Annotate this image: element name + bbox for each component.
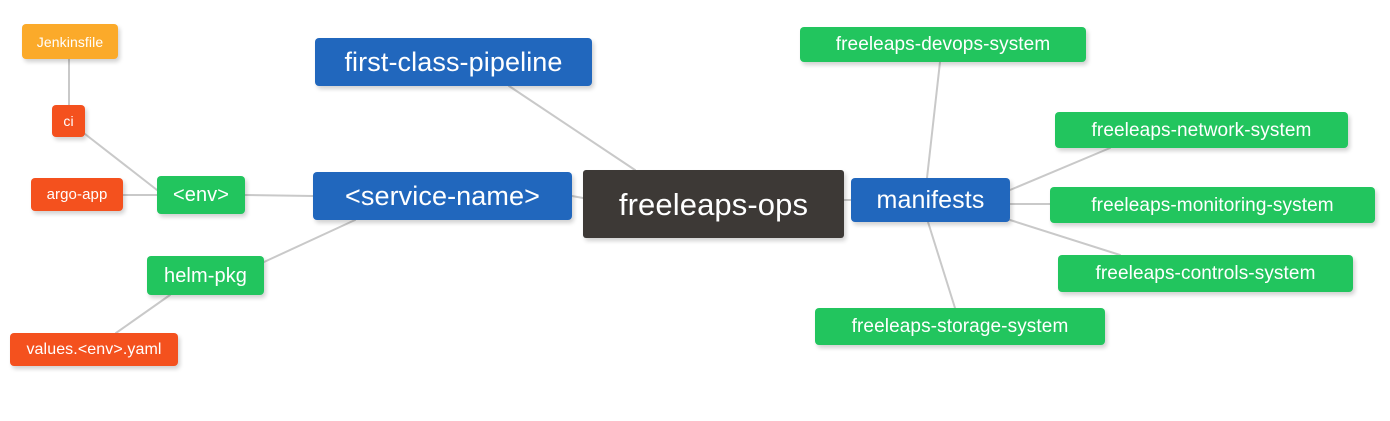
node-manifests[interactable]: manifests [851, 178, 1010, 222]
node-env[interactable]: <env> [157, 176, 245, 214]
node-freeleaps-network-system[interactable]: freeleaps-network-system [1055, 112, 1348, 148]
node-jenkinsfile[interactable]: Jenkinsfile [22, 24, 118, 59]
edge-env-to-service-name [244, 194, 314, 197]
node-label-freeleaps-storage-system: freeleaps-storage-system [851, 316, 1069, 337]
node-helm-pkg[interactable]: helm-pkg [147, 256, 264, 295]
node-values-yaml[interactable]: values.<env>.yaml [10, 333, 178, 366]
node-label-freeleaps-devops-system: freeleaps-devops-system [835, 34, 1051, 55]
node-freeleaps-controls-system[interactable]: freeleaps-controls-system [1058, 255, 1353, 292]
node-label-ci: ci [63, 113, 74, 129]
node-label-values-yaml: values.<env>.yaml [26, 340, 162, 358]
node-ci[interactable]: ci [52, 105, 85, 137]
node-label-manifests: manifests [876, 185, 985, 214]
edge-first-class-pipeline-to-freeleaps-ops [508, 85, 636, 171]
edge-manifests-to-freeleaps-controls-system [1009, 219, 1121, 256]
node-argo-app[interactable]: argo-app [31, 178, 123, 211]
node-label-env: <env> [172, 184, 230, 206]
edge-helm-pkg-to-service-name [263, 219, 356, 263]
edge-manifests-to-freeleaps-network-system [1009, 147, 1111, 191]
edge-service-name-to-freeleaps-ops [571, 195, 584, 199]
node-freeleaps-monitoring-system[interactable]: freeleaps-monitoring-system [1050, 187, 1375, 223]
node-label-jenkinsfile: Jenkinsfile [36, 33, 104, 50]
node-label-service-name: <service-name> [345, 180, 540, 211]
node-label-freeleaps-monitoring-system: freeleaps-monitoring-system [1091, 194, 1334, 216]
node-label-freeleaps-network-system: freeleaps-network-system [1091, 119, 1312, 141]
edge-manifests-to-freeleaps-devops-system [926, 61, 941, 179]
edge-values-yaml-to-helm-pkg [115, 294, 171, 334]
node-label-freeleaps-controls-system: freeleaps-controls-system [1095, 263, 1316, 284]
edge-manifests-to-freeleaps-storage-system [927, 221, 956, 309]
node-label-helm-pkg: helm-pkg [163, 264, 248, 287]
node-freeleaps-devops-system[interactable]: freeleaps-devops-system [800, 27, 1086, 62]
node-label-argo-app: argo-app [46, 186, 108, 203]
node-freeleaps-storage-system[interactable]: freeleaps-storage-system [815, 308, 1105, 345]
node-service-name[interactable]: <service-name> [313, 172, 572, 220]
node-label-first-class-pipeline: first-class-pipeline [344, 46, 563, 77]
node-freeleaps-ops[interactable]: freeleaps-ops [583, 170, 844, 238]
node-first-class-pipeline[interactable]: first-class-pipeline [315, 38, 592, 86]
node-label-freeleaps-ops: freeleaps-ops [618, 186, 809, 222]
